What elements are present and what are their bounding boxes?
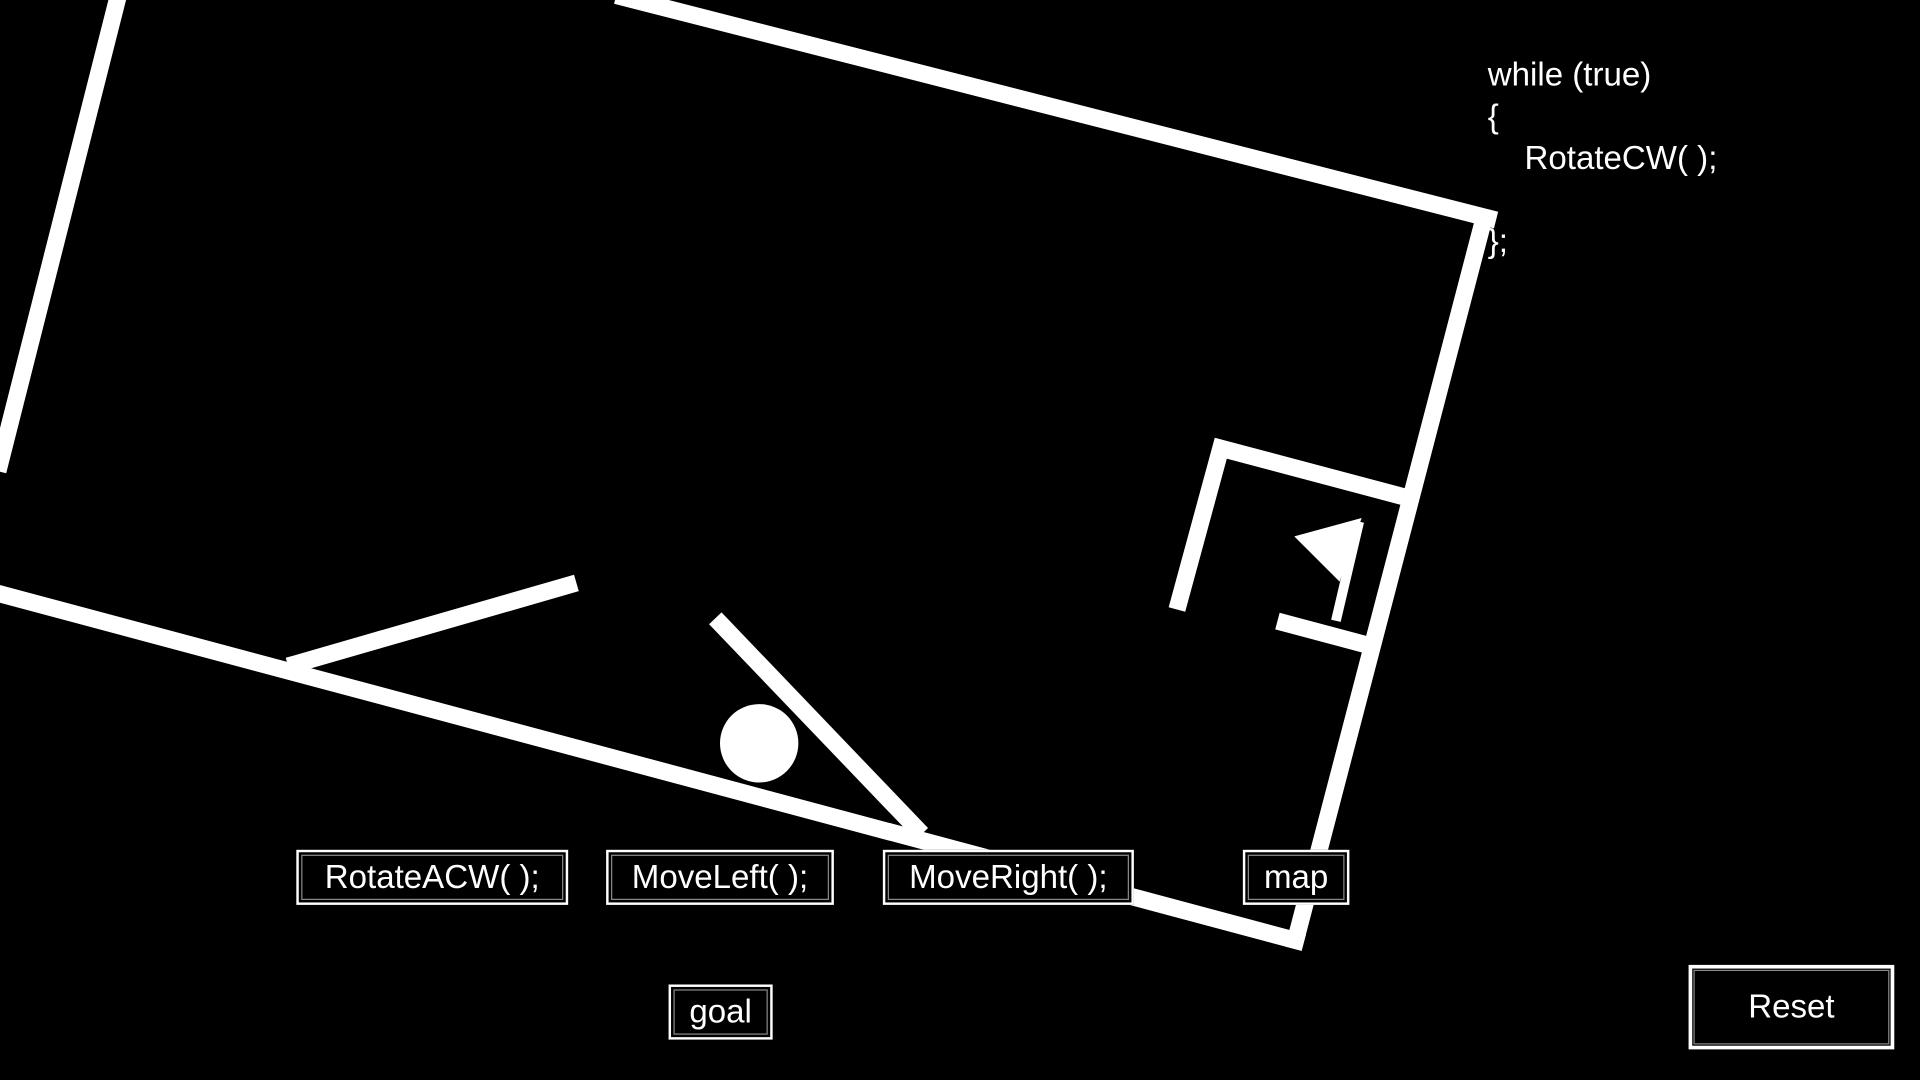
goal-button[interactable]: goal [668, 984, 773, 1040]
move-left-button[interactable]: MoveLeft( ); [606, 849, 834, 905]
goal-ledge [1275, 612, 1370, 654]
ball [720, 704, 799, 783]
reset-button[interactable]: Reset [1688, 964, 1895, 1050]
goal-enclosure [1168, 437, 1407, 612]
ramp-middle [709, 612, 929, 840]
flag-pole [1331, 520, 1364, 622]
code-line: }; [1487, 222, 1508, 260]
code-line: while (true) [1487, 56, 1652, 94]
wall-right [1285, 207, 1495, 951]
code-line [1488, 179, 1718, 221]
goal-flag-icon [1294, 517, 1362, 582]
code-line: RotateCW( ); [1487, 139, 1718, 177]
rotate-acw-button[interactable]: RotateACW( ); [296, 849, 569, 905]
program-code: while (true){ RotateCW( ); }; [1488, 54, 1718, 262]
move-right-button[interactable]: MoveRight( ); [882, 849, 1134, 905]
code-line: { [1487, 97, 1499, 135]
ramp-left [285, 574, 579, 675]
wall-left [0, 0, 127, 474]
map-button[interactable]: map [1242, 849, 1350, 905]
wall-top [614, 0, 1499, 229]
